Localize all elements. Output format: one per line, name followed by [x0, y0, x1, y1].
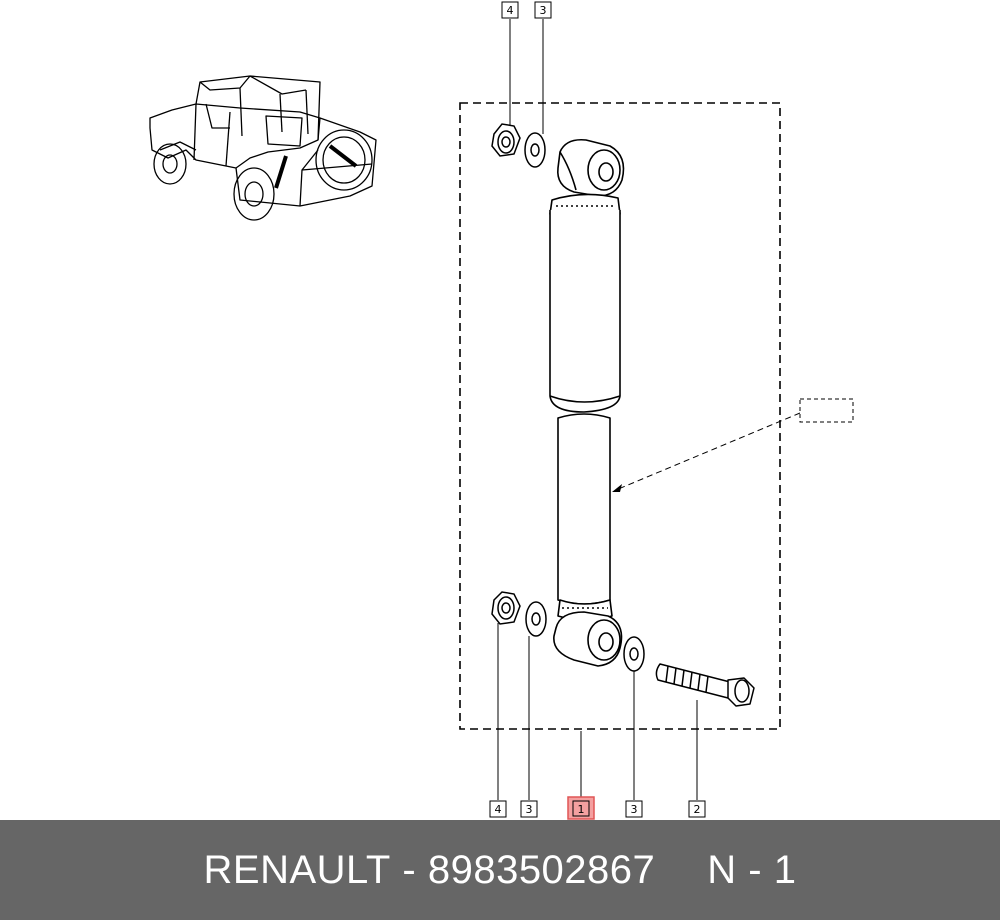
shock-absorber: [549, 138, 625, 667]
leader-lines: [497, 19, 698, 800]
callout-bolt: 2: [688, 800, 706, 818]
part-info-footer: RENAULT - 8983502867 N - 1: [0, 820, 1000, 920]
reference-pointer: [612, 398, 854, 492]
svg-text:4: 4: [495, 803, 502, 816]
svg-text:3: 3: [631, 803, 638, 816]
callout-bottom-nut: 4: [489, 800, 507, 818]
callout-top-nut: 4: [501, 1, 519, 19]
svg-text:2: 2: [694, 803, 701, 816]
empty-reference-box: [799, 398, 854, 423]
svg-text:3: 3: [526, 803, 533, 816]
exploded-parts-diagram: 4 3 4 3 1 3 2: [149, 1, 854, 820]
kit-boundary: [459, 102, 781, 730]
callout-shock-absorber[interactable]: 1: [567, 796, 595, 820]
callout-bottom-washer-left: 3: [520, 800, 538, 818]
top-washer: [524, 132, 546, 168]
callout-bottom-washer-right: 3: [625, 800, 643, 818]
callout-top-washer: 3: [534, 1, 552, 19]
bottom-nut: [491, 591, 521, 625]
separator: -: [402, 847, 417, 892]
svg-text:4: 4: [507, 4, 514, 17]
brand-name: RENAULT: [203, 847, 391, 892]
bolt: [655, 663, 755, 707]
svg-text:3: 3: [540, 4, 547, 17]
bottom-washer-left: [525, 601, 547, 637]
bottom-washer-right: [623, 636, 645, 672]
position-code: N - 1: [707, 847, 797, 892]
vehicle-location-thumbnail: [149, 75, 377, 221]
part-number: 8983502867: [427, 847, 656, 892]
top-nut: [491, 123, 521, 157]
svg-text:1: 1: [578, 803, 585, 816]
